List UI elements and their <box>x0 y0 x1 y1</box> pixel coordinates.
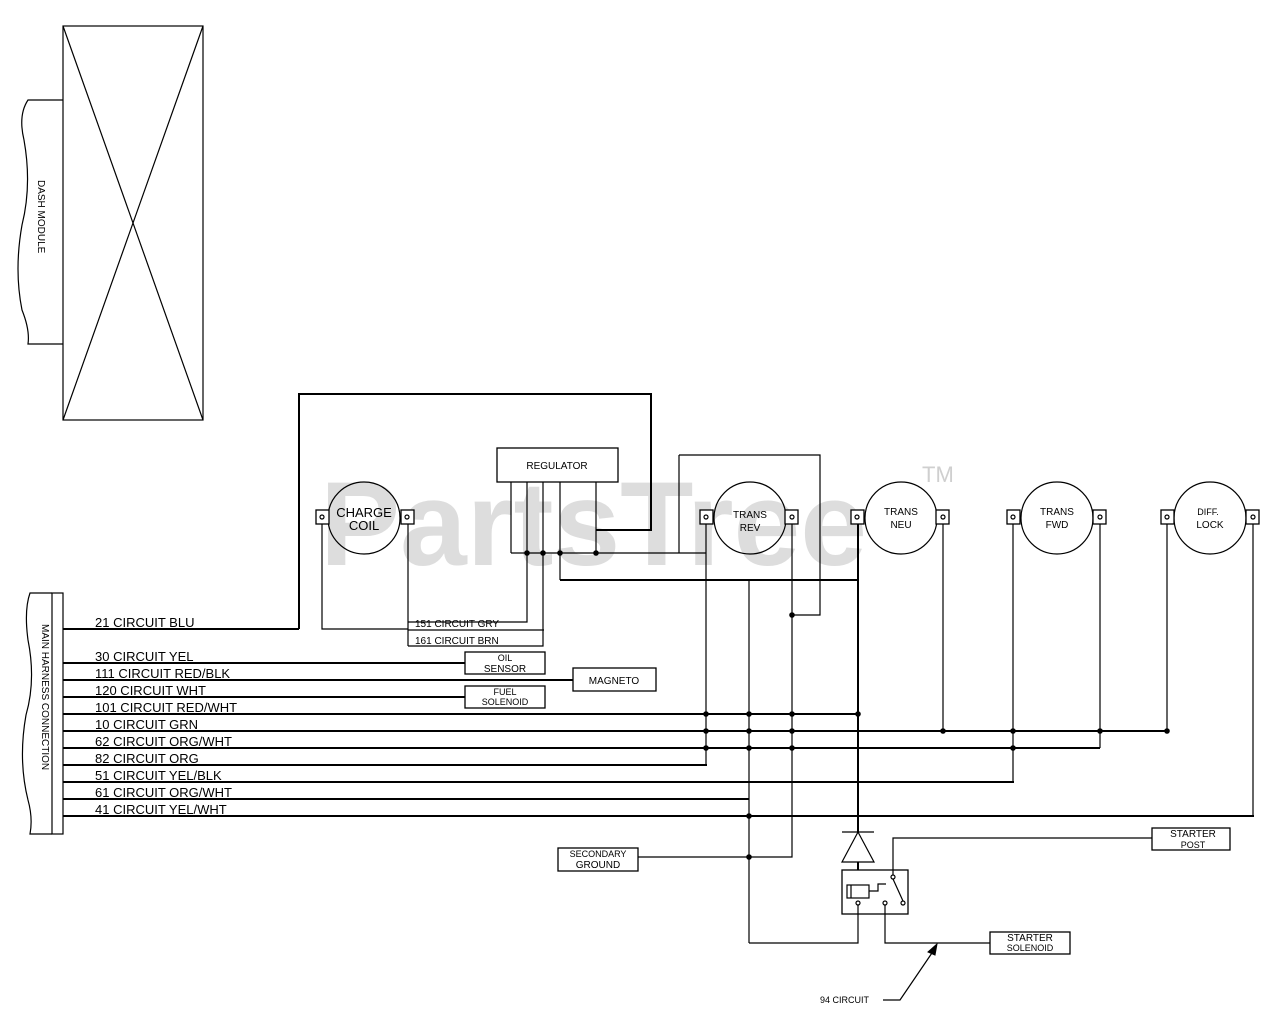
secondary-ground-label-1: SECONDARY <box>570 849 627 859</box>
junction-dots <box>703 612 1170 860</box>
fuel-solenoid-label-2: SOLENOID <box>482 697 529 707</box>
trans-fwd-label-1: TRANS <box>1040 507 1074 518</box>
regulator-circuit-label: 151 CIRCUIT GRY <box>415 619 499 630</box>
main-harness-label: MAIN HARNESS CONNECTION <box>39 624 50 770</box>
circuit-label: 62 CIRCUIT ORG/WHT <box>95 734 232 749</box>
trans-fwd-switch: TRANS FWD <box>1006 481 1107 782</box>
magneto-label: MAGNETO <box>589 676 640 687</box>
starter-relay <box>749 837 1152 944</box>
trans-neu-label-1: TRANS <box>884 507 918 518</box>
trans-rev-label-2: REV <box>740 523 761 534</box>
diff-lock-switch: DIFF. LOCK <box>1160 481 1260 816</box>
circuit-lines <box>63 628 1254 817</box>
diff-lock-label-2: LOCK <box>1196 520 1224 531</box>
trans-fwd-label-2: FWD <box>1046 520 1069 531</box>
circuit-label: 21 CIRCUIT BLU <box>95 615 194 630</box>
circuit-label: 41 CIRCUIT YEL/WHT <box>95 802 227 817</box>
circuit-label: 120 CIRCUIT WHT <box>95 683 206 698</box>
circuit-label: 82 CIRCUIT ORG <box>95 751 199 766</box>
starter-post: STARTER POST <box>1151 827 1231 851</box>
secondary-ground-label-2: GROUND <box>576 860 620 871</box>
diff-lock-label-1: DIFF. <box>1197 507 1219 517</box>
starter-solenoid: STARTER SOLENOID <box>989 931 1071 955</box>
watermark-trademark: TM <box>922 462 954 487</box>
circuit-94-label: 94 CIRCUIT <box>820 995 870 1005</box>
trans-neu-switch: TRANS NEU <box>850 481 950 832</box>
circuit-label: 101 CIRCUIT RED/WHT <box>95 700 237 715</box>
charge-coil: CHARGE COIL <box>315 481 415 646</box>
starter-solenoid-label-2: SOLENOID <box>1007 943 1054 953</box>
circuit-label: 10 CIRCUIT GRN <box>95 717 198 732</box>
starter-solenoid-label-1: STARTER <box>1007 933 1053 944</box>
circuit-label: 30 CIRCUIT YEL <box>95 649 194 664</box>
circuit-label: 61 CIRCUIT ORG/WHT <box>95 785 232 800</box>
trans-rev-label-1: TRANS <box>733 510 767 521</box>
circuit-label: 51 CIRCUIT YEL/BLK <box>95 768 222 783</box>
circuit-label: 111 CIRCUIT RED/BLK <box>95 666 230 681</box>
main-harness-connector: MAIN HARNESS CONNECTION <box>21 592 64 835</box>
circuit-94-callout: 94 CIRCUIT <box>820 942 938 1005</box>
diode-symbol <box>841 830 875 870</box>
secondary-ground: SECONDARY GROUND <box>557 847 749 872</box>
charge-coil-label-1: CHARGE <box>336 505 392 520</box>
fuel-solenoid-label-1: FUEL <box>493 687 516 697</box>
dash-module: DASH MODULE <box>17 25 204 421</box>
regulator: REGULATOR <box>408 447 858 647</box>
starter-post-label-2: POST <box>1181 840 1206 850</box>
wire-21-blu <box>298 393 652 629</box>
trans-neu-label-2: NEU <box>890 520 911 531</box>
oil-sensor-label-2: SENSOR <box>484 664 526 675</box>
magneto: MAGNETO <box>572 667 657 692</box>
dash-module-label: DASH MODULE <box>35 180 46 254</box>
regulator-label: REGULATOR <box>526 461 587 472</box>
regulator-circuit-label: 161 CIRCUIT BRN <box>415 636 499 647</box>
circuit-labels: 21 CIRCUIT BLU 30 CIRCUIT YEL 111 CIRCUI… <box>95 615 237 817</box>
charge-coil-label-2: COIL <box>349 518 379 533</box>
oil-sensor-label-1: OIL <box>498 653 513 663</box>
starter-post-label-1: STARTER <box>1170 829 1216 840</box>
trans-rev-switch: TRANS REV <box>678 454 821 858</box>
fuel-solenoid: FUEL SOLENOID <box>464 685 546 709</box>
oil-sensor: OIL SENSOR <box>464 651 546 675</box>
